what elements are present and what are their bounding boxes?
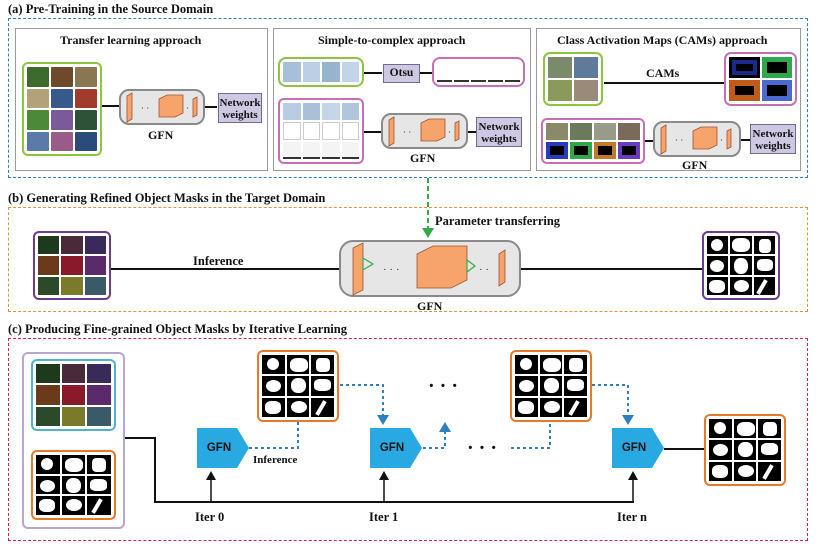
masks-iter0-output bbox=[257, 350, 339, 422]
gfn-iter0-label: GFN bbox=[206, 442, 232, 454]
inference-label-b: Inference bbox=[193, 254, 244, 268]
gfn-layers-a2: · · · bbox=[388, 116, 460, 147]
iter1-label: Iter 1 bbox=[369, 510, 399, 524]
svg-text:· ·: · · bbox=[403, 127, 411, 137]
masks-iter1-output bbox=[510, 350, 592, 422]
section-a-title: (a) Pre-Training in the Source Domain bbox=[8, 2, 214, 16]
network-weights-a3: Network weights bbox=[750, 124, 796, 154]
gfn-label-a2: GFN bbox=[410, 151, 436, 165]
gfn-iter0: GFN bbox=[197, 428, 249, 468]
ellipsis-top: · · · bbox=[428, 375, 459, 397]
iter0-masks bbox=[31, 450, 116, 520]
cam-source-images bbox=[543, 52, 603, 106]
otsu-box: Otsu bbox=[383, 64, 420, 83]
gfn-label-a1: GFN bbox=[148, 128, 174, 142]
simple-source-images bbox=[278, 57, 364, 87]
section-c-frame bbox=[8, 338, 808, 541]
param-transfer-label: Parameter transferring bbox=[435, 214, 561, 228]
ellipsis-mid: · · · bbox=[467, 437, 498, 459]
cam-output-images bbox=[724, 52, 797, 106]
gfn-itern: GFN bbox=[612, 428, 664, 468]
svg-text:· ·: · · bbox=[141, 103, 149, 113]
gfn-iter1: GFN bbox=[370, 428, 422, 468]
svg-text:· ·: · · bbox=[675, 135, 683, 145]
cams-label: CAMs bbox=[646, 66, 680, 80]
masks-final-output bbox=[704, 414, 786, 486]
svg-text:·: · bbox=[186, 103, 189, 113]
svg-text:· · ·: · · · bbox=[383, 264, 400, 276]
gfn-iter1-label: GFN bbox=[379, 442, 405, 454]
gfn-layers-a3: · · · bbox=[660, 124, 732, 155]
gfn-itern-label: GFN bbox=[621, 442, 647, 454]
param-transfer-arrow bbox=[422, 178, 434, 238]
target-images bbox=[33, 231, 111, 300]
iter0-label: Iter 0 bbox=[195, 510, 225, 524]
cam-title: Class Activation Maps (CAMs) approach bbox=[557, 33, 768, 47]
cam-panel bbox=[536, 28, 801, 171]
section-b-title: (b) Generating Refined Object Masks in t… bbox=[8, 191, 326, 205]
simple-panel bbox=[273, 28, 531, 171]
simple-title: Simple-to-complex approach bbox=[318, 33, 466, 47]
itern-label: Iter n bbox=[617, 510, 647, 524]
gfn-label-b: GFN bbox=[417, 299, 443, 313]
section-a-frame bbox=[8, 18, 808, 178]
section-b-frame bbox=[8, 207, 808, 312]
transfer-panel bbox=[15, 28, 268, 171]
cam-training-images bbox=[541, 118, 645, 164]
iter-arrows bbox=[206, 471, 638, 501]
network-weights-a2: Network weights bbox=[476, 117, 522, 147]
gfn-label-a3: GFN bbox=[682, 158, 708, 172]
svg-text:·: · bbox=[448, 127, 451, 137]
refined-masks-b bbox=[702, 231, 780, 300]
iter0-images bbox=[31, 359, 116, 431]
svg-text:· ·: · · bbox=[479, 264, 489, 276]
gfn-layers-b: · · · · · bbox=[352, 242, 506, 296]
simple-complex-images bbox=[278, 98, 364, 164]
svg-text:·: · bbox=[720, 135, 723, 145]
network-weights-a1: Network weights bbox=[218, 93, 262, 123]
otsu-output-images bbox=[432, 57, 525, 87]
transfer-title: Transfer learning approach bbox=[60, 33, 202, 47]
gfn-layers-a1: · · · bbox=[126, 92, 198, 123]
transfer-image-grid bbox=[22, 62, 102, 156]
inference-label-c: Inference bbox=[253, 454, 298, 466]
section-c-title: (c) Producing Fine-grained Object Masks … bbox=[8, 322, 347, 336]
